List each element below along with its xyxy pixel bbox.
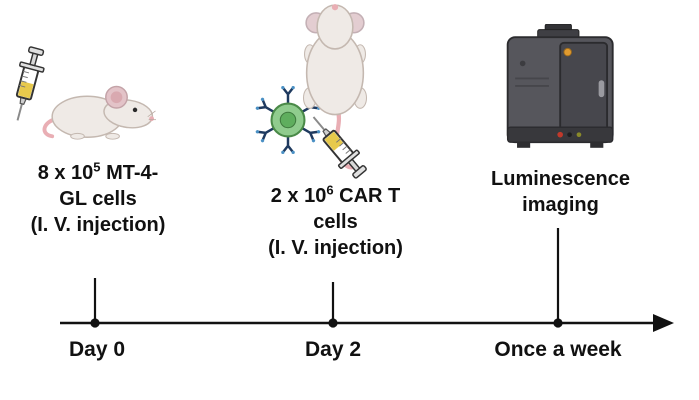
caption-line: cells — [313, 211, 358, 233]
timeline-label-day0: Day 0 — [68, 338, 126, 361]
caption-line: imaging — [522, 194, 599, 216]
timeline-tick-dot — [553, 318, 563, 328]
syringe-icon — [300, 105, 373, 184]
mouse-top-view-icon — [293, 2, 377, 174]
syringe-icon — [2, 43, 51, 126]
step1-caption: 8 x 105 MT-4- GL cells (I. V. injection) — [8, 160, 188, 238]
exponent: 5 — [93, 159, 101, 175]
caption-line: 8 x 105 MT-4- — [37, 159, 159, 184]
timeline-tick-dot — [90, 318, 100, 328]
caption-line: GL cells — [59, 188, 137, 210]
mouse-side-view-icon — [38, 68, 156, 146]
timeline-tick-dot — [328, 318, 338, 328]
timeline-label-day2: Day 2 — [304, 338, 362, 361]
exponent: 6 — [326, 182, 334, 198]
right-arrow-icon — [653, 314, 674, 332]
timeline-label-once-a-week: Once a week — [494, 338, 622, 361]
caption-line: (I. V. injection) — [268, 237, 403, 259]
step2-caption: 2 x 106 CAR T cells (I. V. injection) — [243, 183, 428, 261]
luminescence-imager-icon — [502, 24, 624, 160]
caption-line: 2 x 106 CAR T — [270, 182, 401, 207]
step3-caption: Luminescence imaging — [468, 166, 653, 218]
car-t-cell-icon — [252, 84, 324, 156]
caption-line: (I. V. injection) — [30, 214, 166, 236]
caption-line: Luminescence — [491, 168, 630, 190]
